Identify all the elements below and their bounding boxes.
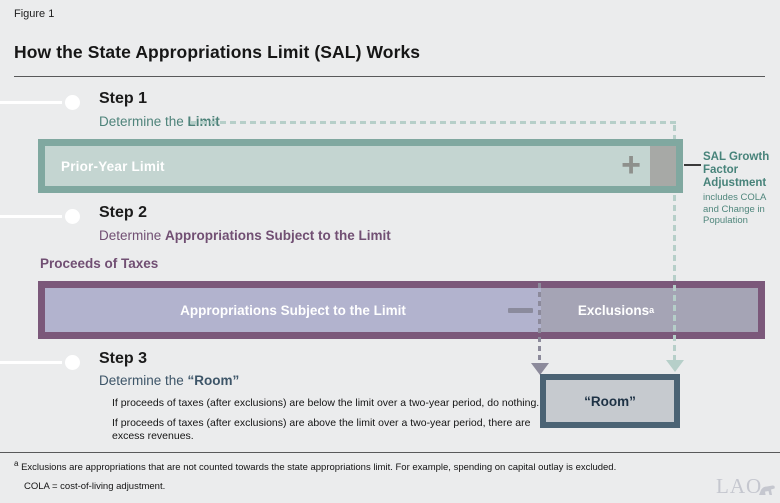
prior-year-limit-box-fill — [45, 146, 676, 186]
figure-number: Figure 1 — [14, 8, 55, 20]
step1-marker-line — [0, 101, 62, 104]
step2-marker-dot — [65, 209, 80, 224]
step3-subtitle: Determine the “Room” — [99, 373, 240, 388]
prior-year-limit-box: Prior-Year Limit + — [38, 139, 683, 193]
growth-factor-segment — [650, 146, 676, 186]
sal-growth-factor-title: SAL Growth Factor Adjustment — [703, 151, 770, 189]
teal-arrowhead-icon — [666, 360, 684, 372]
minus-icon — [508, 308, 533, 313]
title-divider — [14, 76, 765, 77]
step3-body-line2: If proceeds of taxes (after exclusions) … — [112, 417, 531, 442]
step3-marker-line — [0, 361, 62, 364]
figure-title: How the State Appropriations Limit (SAL)… — [14, 42, 421, 62]
prior-year-limit-label: Prior-Year Limit — [61, 158, 165, 174]
room-box: “Room” — [540, 374, 680, 428]
step3-label: Step 3 — [99, 350, 148, 367]
footnote-a: a Exclusions are appropriations that are… — [14, 459, 617, 474]
lao-logo-text: LAO — [716, 474, 763, 498]
plus-icon: + — [621, 146, 641, 184]
step3-marker-dot — [65, 355, 80, 370]
teal-dashed-line-vertical — [673, 125, 676, 361]
step1-marker-dot — [65, 95, 80, 110]
lao-logo: LAO — [716, 474, 776, 499]
annotation-connector-line — [684, 164, 701, 166]
step3-body-line1: If proceeds of taxes (after exclusions) … — [112, 397, 540, 409]
appropriations-label: Appropriations Subject to the Limit — [180, 302, 406, 318]
footnote-divider — [0, 452, 780, 453]
teal-dashed-line-horizontal — [190, 121, 676, 124]
step1-label: Step 1 — [99, 90, 148, 107]
footnote-cola: COLA = cost-of-living adjustment. — [24, 481, 166, 492]
proceeds-of-taxes-label: Proceeds of Taxes — [40, 256, 159, 271]
exclusions-segment — [541, 288, 758, 332]
gray-dashed-line-vertical — [538, 283, 541, 363]
appropriations-box: Appropriations Subject to the Limit Excl… — [38, 281, 765, 339]
sal-growth-factor-description: includes COLA and Change in Population — [703, 192, 766, 226]
step2-marker-line — [0, 215, 62, 218]
step2-subtitle: Determine Appropriations Subject to the … — [99, 228, 391, 243]
step2-label: Step 2 — [99, 204, 148, 221]
gray-arrowhead-icon — [531, 363, 549, 375]
bear-icon — [759, 485, 775, 495]
